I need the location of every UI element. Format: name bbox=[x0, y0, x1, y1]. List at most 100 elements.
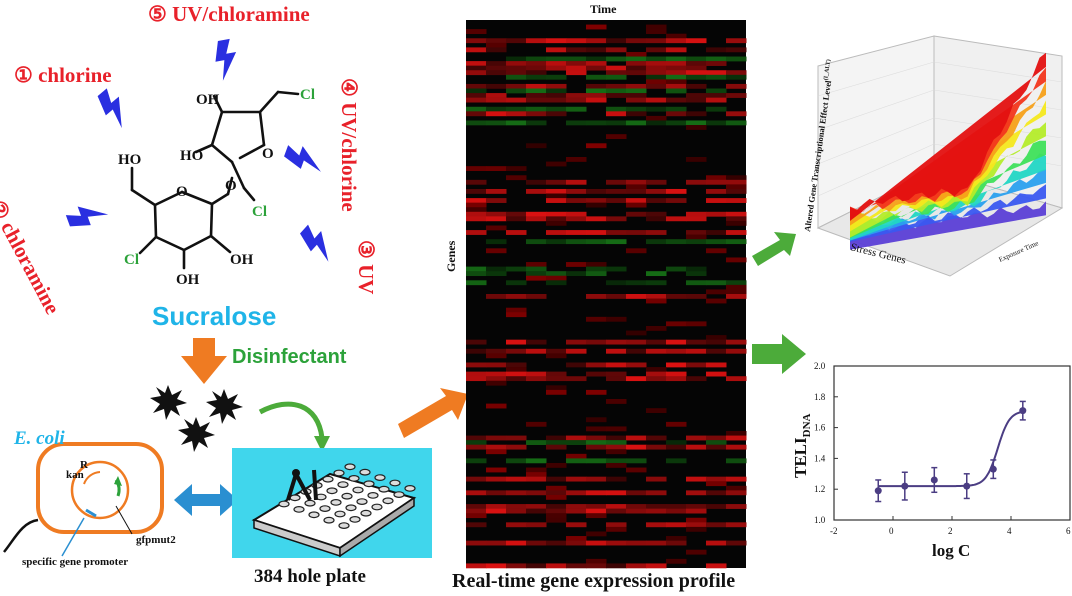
heatmap-cell bbox=[626, 202, 647, 208]
heatmap-cell bbox=[546, 47, 567, 53]
heatmap-cell bbox=[486, 106, 507, 112]
heatmap-cell bbox=[586, 476, 607, 482]
heatmap-cell bbox=[566, 61, 587, 66]
heatmap-cell bbox=[646, 70, 667, 76]
chart-ylabel: TELIDNA bbox=[791, 413, 813, 478]
heatmap-cell bbox=[706, 188, 727, 194]
heatmap-cell bbox=[586, 435, 607, 441]
heatmap-cell bbox=[566, 93, 587, 98]
heatmap-cell bbox=[626, 280, 647, 286]
heatmap-cell bbox=[626, 93, 647, 98]
heatmap-cell bbox=[526, 97, 547, 103]
double-arrow bbox=[174, 484, 238, 516]
heatmap-cell bbox=[666, 198, 687, 203]
heatmap bbox=[466, 20, 747, 569]
heatmap-cell bbox=[566, 38, 587, 44]
heatmap-cell bbox=[726, 376, 747, 382]
heatmap-cell bbox=[686, 508, 707, 514]
heatmap-cell bbox=[686, 97, 707, 103]
heatmap-cell bbox=[546, 476, 567, 482]
heatmap-cell bbox=[566, 198, 587, 203]
heatmap-cell bbox=[526, 143, 547, 149]
heatmap-cell bbox=[466, 522, 487, 528]
heatmap-cell bbox=[666, 522, 687, 528]
heatmap-cell bbox=[466, 88, 487, 94]
heatmap-ylabel: Genes bbox=[444, 240, 458, 272]
heatmap-cell bbox=[486, 70, 507, 76]
heatmap-cell bbox=[486, 294, 507, 299]
heatmap-cell bbox=[586, 74, 607, 80]
heatmap-cell bbox=[506, 371, 527, 377]
plate-well bbox=[330, 499, 342, 506]
heatmap-cell bbox=[686, 120, 707, 126]
plate-well bbox=[371, 503, 383, 511]
heatmap-cell bbox=[706, 490, 727, 496]
heatmap-cell bbox=[466, 179, 487, 185]
heatmap-cell bbox=[726, 504, 747, 509]
heatmap-cell bbox=[706, 504, 727, 509]
heatmap-cell bbox=[706, 563, 727, 569]
heatmap-cell bbox=[546, 65, 567, 71]
heatmap-cell bbox=[526, 476, 547, 482]
heatmap-cell bbox=[546, 462, 567, 468]
heatmap-cell bbox=[626, 38, 647, 44]
heatmap-cell bbox=[606, 508, 627, 514]
heatmap-cell bbox=[506, 362, 527, 368]
well-plate-icon bbox=[232, 448, 432, 558]
heatmap-cell bbox=[686, 522, 707, 528]
heatmap-cell bbox=[666, 558, 687, 564]
heatmap-cell bbox=[526, 467, 547, 473]
plate-well bbox=[323, 516, 335, 524]
heatmap-cell bbox=[726, 289, 747, 295]
heatmap-cell bbox=[566, 271, 587, 277]
heatmap-cell bbox=[466, 83, 487, 89]
heatmap-cell bbox=[486, 211, 507, 217]
heatmap-cell bbox=[486, 508, 507, 514]
heatmap-cell bbox=[626, 198, 647, 203]
heatmap-cell bbox=[726, 230, 747, 235]
heatmap-cell bbox=[666, 111, 687, 117]
heatmap-cell bbox=[726, 188, 747, 194]
heatmap-cell bbox=[606, 339, 627, 345]
heatmap-cell bbox=[706, 175, 727, 181]
heatmap-cell bbox=[526, 74, 547, 80]
green-right-arrow-2 bbox=[752, 334, 806, 374]
atom-o: O bbox=[262, 146, 274, 162]
heatmap-cell bbox=[726, 175, 747, 181]
heatmap-cell bbox=[606, 399, 627, 404]
heatmap-cell bbox=[586, 198, 607, 203]
heatmap-cell bbox=[466, 376, 487, 382]
heatmap-cell bbox=[486, 111, 507, 117]
plate-well bbox=[345, 504, 357, 512]
heatmap-cell bbox=[726, 522, 747, 528]
heatmap-cell bbox=[586, 540, 607, 546]
heatmap-cell bbox=[546, 88, 567, 94]
heatmap-cell bbox=[666, 61, 687, 66]
heatmap-cell bbox=[706, 211, 727, 217]
heatmap-cell bbox=[646, 24, 667, 30]
heatmap-cell bbox=[666, 106, 687, 112]
heatmap-cell bbox=[666, 540, 687, 546]
heatmap-cell bbox=[666, 56, 687, 62]
heatmap-cell bbox=[566, 476, 587, 482]
heatmap-cell bbox=[726, 294, 747, 299]
heatmap-cell bbox=[626, 444, 647, 450]
heatmap-cell bbox=[506, 120, 527, 126]
heatmap-cell bbox=[466, 339, 487, 345]
heatmap-cell bbox=[726, 284, 747, 290]
heatmap-cell bbox=[526, 65, 547, 71]
heatmap-cell bbox=[726, 490, 747, 496]
heatmap-cell bbox=[706, 435, 727, 441]
heatmap-cell bbox=[546, 376, 567, 382]
heatmap-cell bbox=[626, 467, 647, 473]
heatmap-cell bbox=[486, 362, 507, 368]
gfpmut2-label: gfpmut2 bbox=[136, 534, 176, 546]
heatmap-cell bbox=[586, 531, 607, 537]
atom-ho: HO bbox=[118, 152, 141, 168]
heatmap-cell bbox=[646, 47, 667, 53]
heatmap-cell bbox=[486, 449, 507, 455]
surface-band bbox=[850, 100, 1046, 232]
heatmap-cell bbox=[606, 444, 627, 450]
heatmap-cell bbox=[586, 417, 607, 423]
